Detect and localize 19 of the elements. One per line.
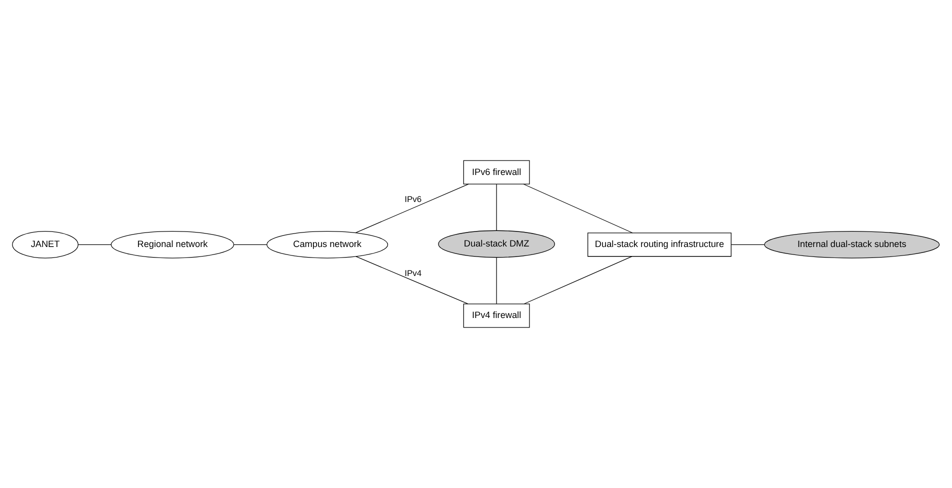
connector [730, 244, 765, 245]
node-ellipse: Internal dual-stack subnets [764, 230, 940, 258]
node-ellipse: JANET [12, 230, 78, 258]
node-box: IPv4 firewall [463, 304, 530, 328]
connector [523, 184, 633, 234]
edge-label: IPv6 [404, 194, 422, 204]
node-ellipse: Dual-stack DMZ [438, 230, 555, 258]
connector [496, 184, 497, 231]
connector [78, 244, 112, 245]
node-box: IPv6 firewall [463, 160, 530, 184]
connector [234, 244, 268, 245]
edge-label: IPv4 [404, 268, 422, 278]
node-box: Dual-stack routing infrastructure [588, 232, 732, 257]
connector [496, 257, 497, 304]
connector [524, 256, 632, 304]
connector [355, 184, 469, 234]
node-ellipse: Campus network [266, 230, 388, 258]
node-ellipse: Regional network [110, 230, 234, 258]
connector [356, 256, 468, 304]
